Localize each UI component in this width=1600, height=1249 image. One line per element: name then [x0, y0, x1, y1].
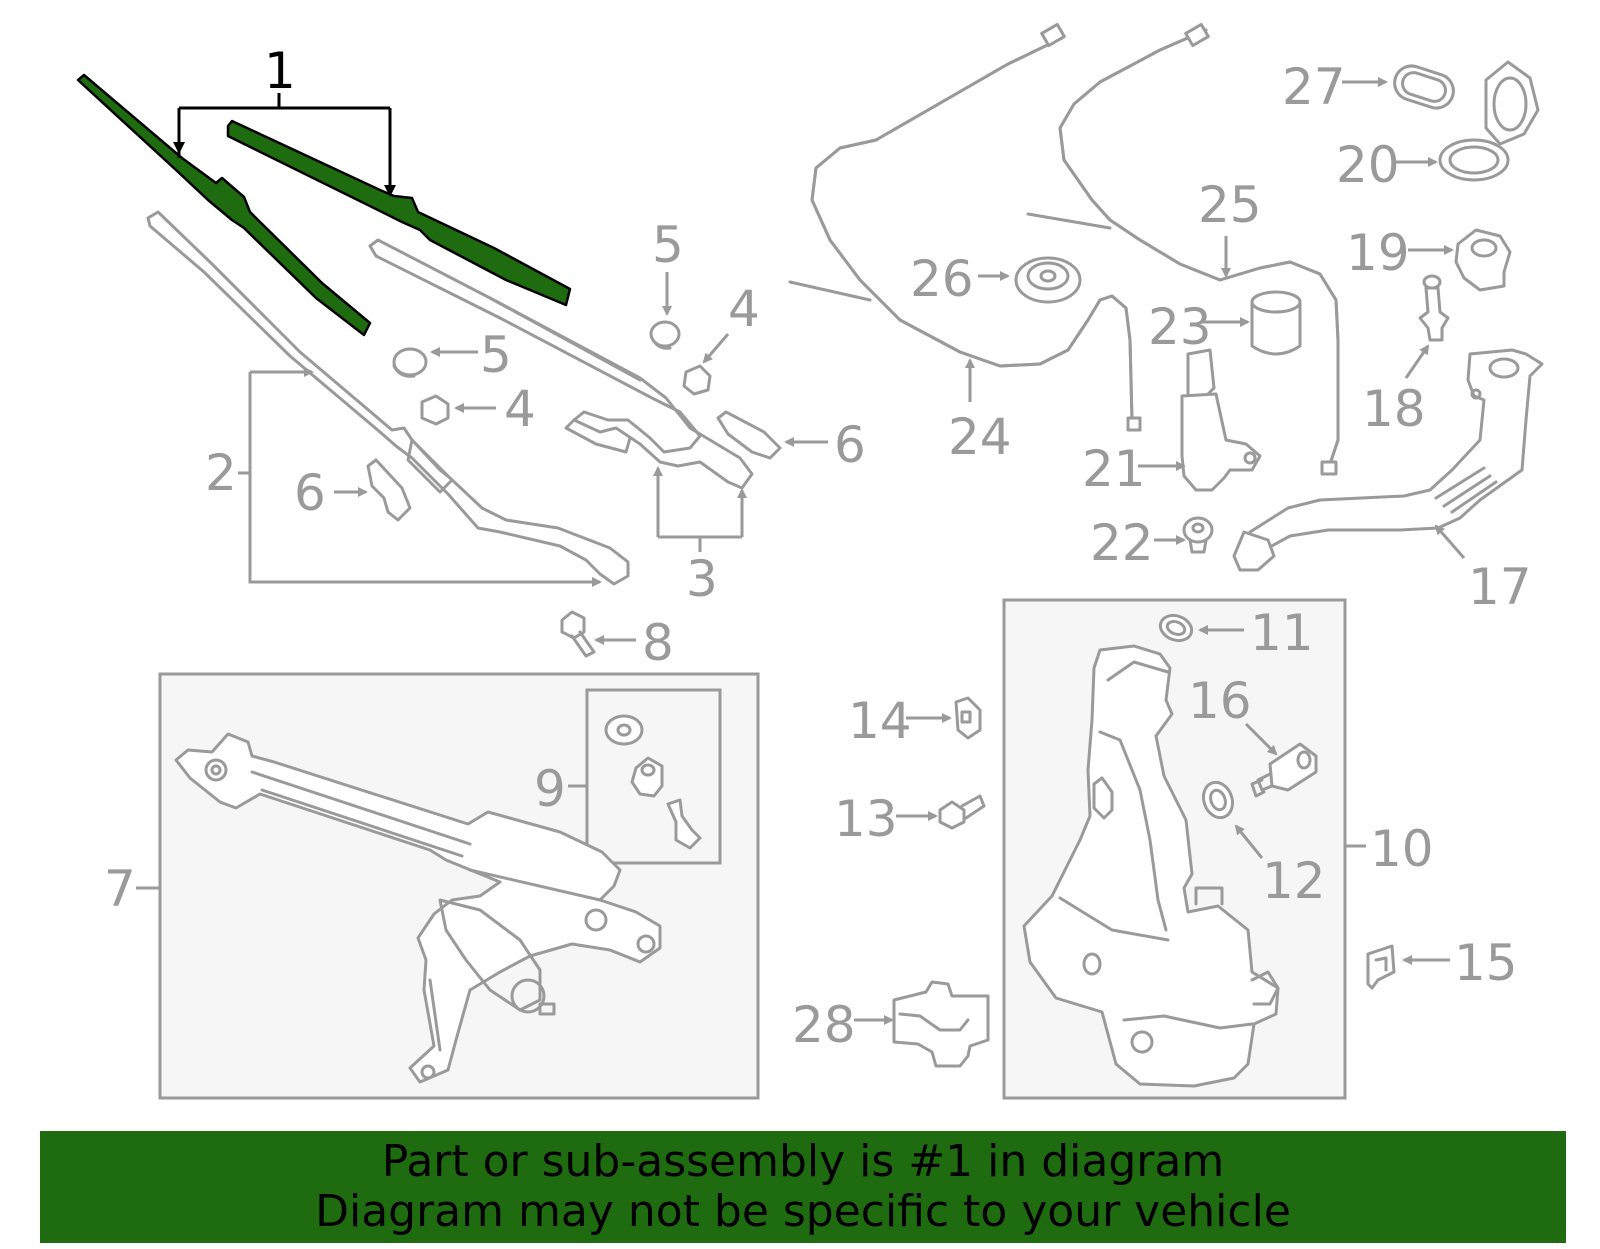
seal-11[interactable]: [1157, 611, 1195, 644]
callout-27[interactable]: 27: [1282, 58, 1346, 116]
callout-3[interactable]: 3: [686, 550, 718, 608]
callout-1-leader: [173, 93, 390, 195]
callout-1[interactable]: 1: [264, 42, 296, 100]
clip-15[interactable]: [1366, 944, 1396, 990]
washer-hose-24[interactable]: [788, 22, 1142, 432]
wiper-arm-passenger[interactable]: [368, 238, 754, 490]
callout-21[interactable]: 21: [1082, 440, 1146, 498]
grommet-kit-9[interactable]: [604, 714, 702, 850]
callout-9[interactable]: 9: [534, 760, 566, 818]
bracket-28[interactable]: [892, 980, 990, 1068]
grommet-22[interactable]: [1182, 516, 1214, 554]
grommet-26[interactable]: [1014, 256, 1082, 304]
callout-11[interactable]: 11: [1250, 604, 1314, 662]
callout-3-leader: [653, 466, 747, 552]
filler-neck-17[interactable]: [1232, 348, 1544, 572]
callout-23[interactable]: 23: [1148, 298, 1212, 356]
nut-14[interactable]: [954, 696, 982, 740]
level-sensor-16[interactable]: [1250, 742, 1318, 798]
washer-pump-21[interactable]: [1180, 348, 1262, 492]
callout-25[interactable]: 25: [1198, 176, 1262, 234]
grommet-12[interactable]: [1199, 778, 1238, 821]
callout-20[interactable]: 20: [1336, 136, 1400, 194]
callout-17[interactable]: 17: [1468, 558, 1532, 616]
washer-hose-25[interactable]: [1026, 22, 1340, 476]
pivot-cap-5-right[interactable]: [649, 320, 681, 350]
callout-24[interactable]: 24: [948, 408, 1012, 466]
callout-5-right[interactable]: 5: [652, 216, 684, 274]
pivot-cap-5-left[interactable]: [392, 347, 428, 378]
wiper-blade-passenger[interactable]: [226, 119, 572, 307]
nut-4-left[interactable]: [420, 394, 450, 426]
callout-12[interactable]: 12: [1262, 852, 1326, 910]
cover-6-right[interactable]: [716, 410, 782, 460]
callout-6-left[interactable]: 6: [294, 464, 326, 522]
push-pin-18[interactable]: [1418, 274, 1450, 342]
callout-6-right[interactable]: 6: [834, 416, 866, 474]
info-banner: Part or sub-assembly is #1 in diagram Di…: [40, 1131, 1566, 1243]
wiper-arm-driver[interactable]: [146, 210, 630, 586]
wiper-blade-driver[interactable]: [76, 73, 372, 337]
callout-13[interactable]: 13: [834, 790, 898, 848]
callout-2-leader: [238, 367, 602, 587]
callout-7[interactable]: 7: [104, 860, 136, 918]
callout-19[interactable]: 19: [1346, 224, 1410, 282]
seal-27[interactable]: [1390, 62, 1458, 113]
callout-15[interactable]: 15: [1454, 934, 1518, 992]
callout-26[interactable]: 26: [910, 250, 974, 308]
filter-23[interactable]: [1250, 290, 1302, 356]
callout-2[interactable]: 2: [205, 444, 237, 502]
callout-8[interactable]: 8: [642, 614, 674, 672]
callout-14[interactable]: 14: [848, 692, 912, 750]
wiper-linkage-motor[interactable]: [174, 732, 662, 1084]
callout-4-left[interactable]: 4: [504, 380, 536, 438]
callout-22[interactable]: 22: [1090, 514, 1154, 572]
callout-28[interactable]: 28: [792, 996, 856, 1054]
bolt-13[interactable]: [938, 794, 986, 830]
bolt-8[interactable]: [560, 610, 596, 658]
filler-cap-20[interactable]: [1438, 60, 1540, 182]
banner-line-1: Part or sub-assembly is #1 in diagram: [381, 1136, 1225, 1187]
callout-16[interactable]: 16: [1188, 672, 1252, 730]
nut-4-right[interactable]: [682, 364, 712, 396]
callout-5-left[interactable]: 5: [480, 326, 512, 384]
washer-reservoir-10[interactable]: [1022, 644, 1280, 1088]
callout-10[interactable]: 10: [1370, 820, 1434, 878]
callout-18[interactable]: 18: [1362, 380, 1426, 438]
banner-line-2: Diagram may not be specific to your vehi…: [315, 1186, 1291, 1237]
cover-6-left[interactable]: [366, 458, 412, 522]
callout-4-right[interactable]: 4: [728, 280, 760, 338]
clip-19[interactable]: [1454, 228, 1512, 292]
